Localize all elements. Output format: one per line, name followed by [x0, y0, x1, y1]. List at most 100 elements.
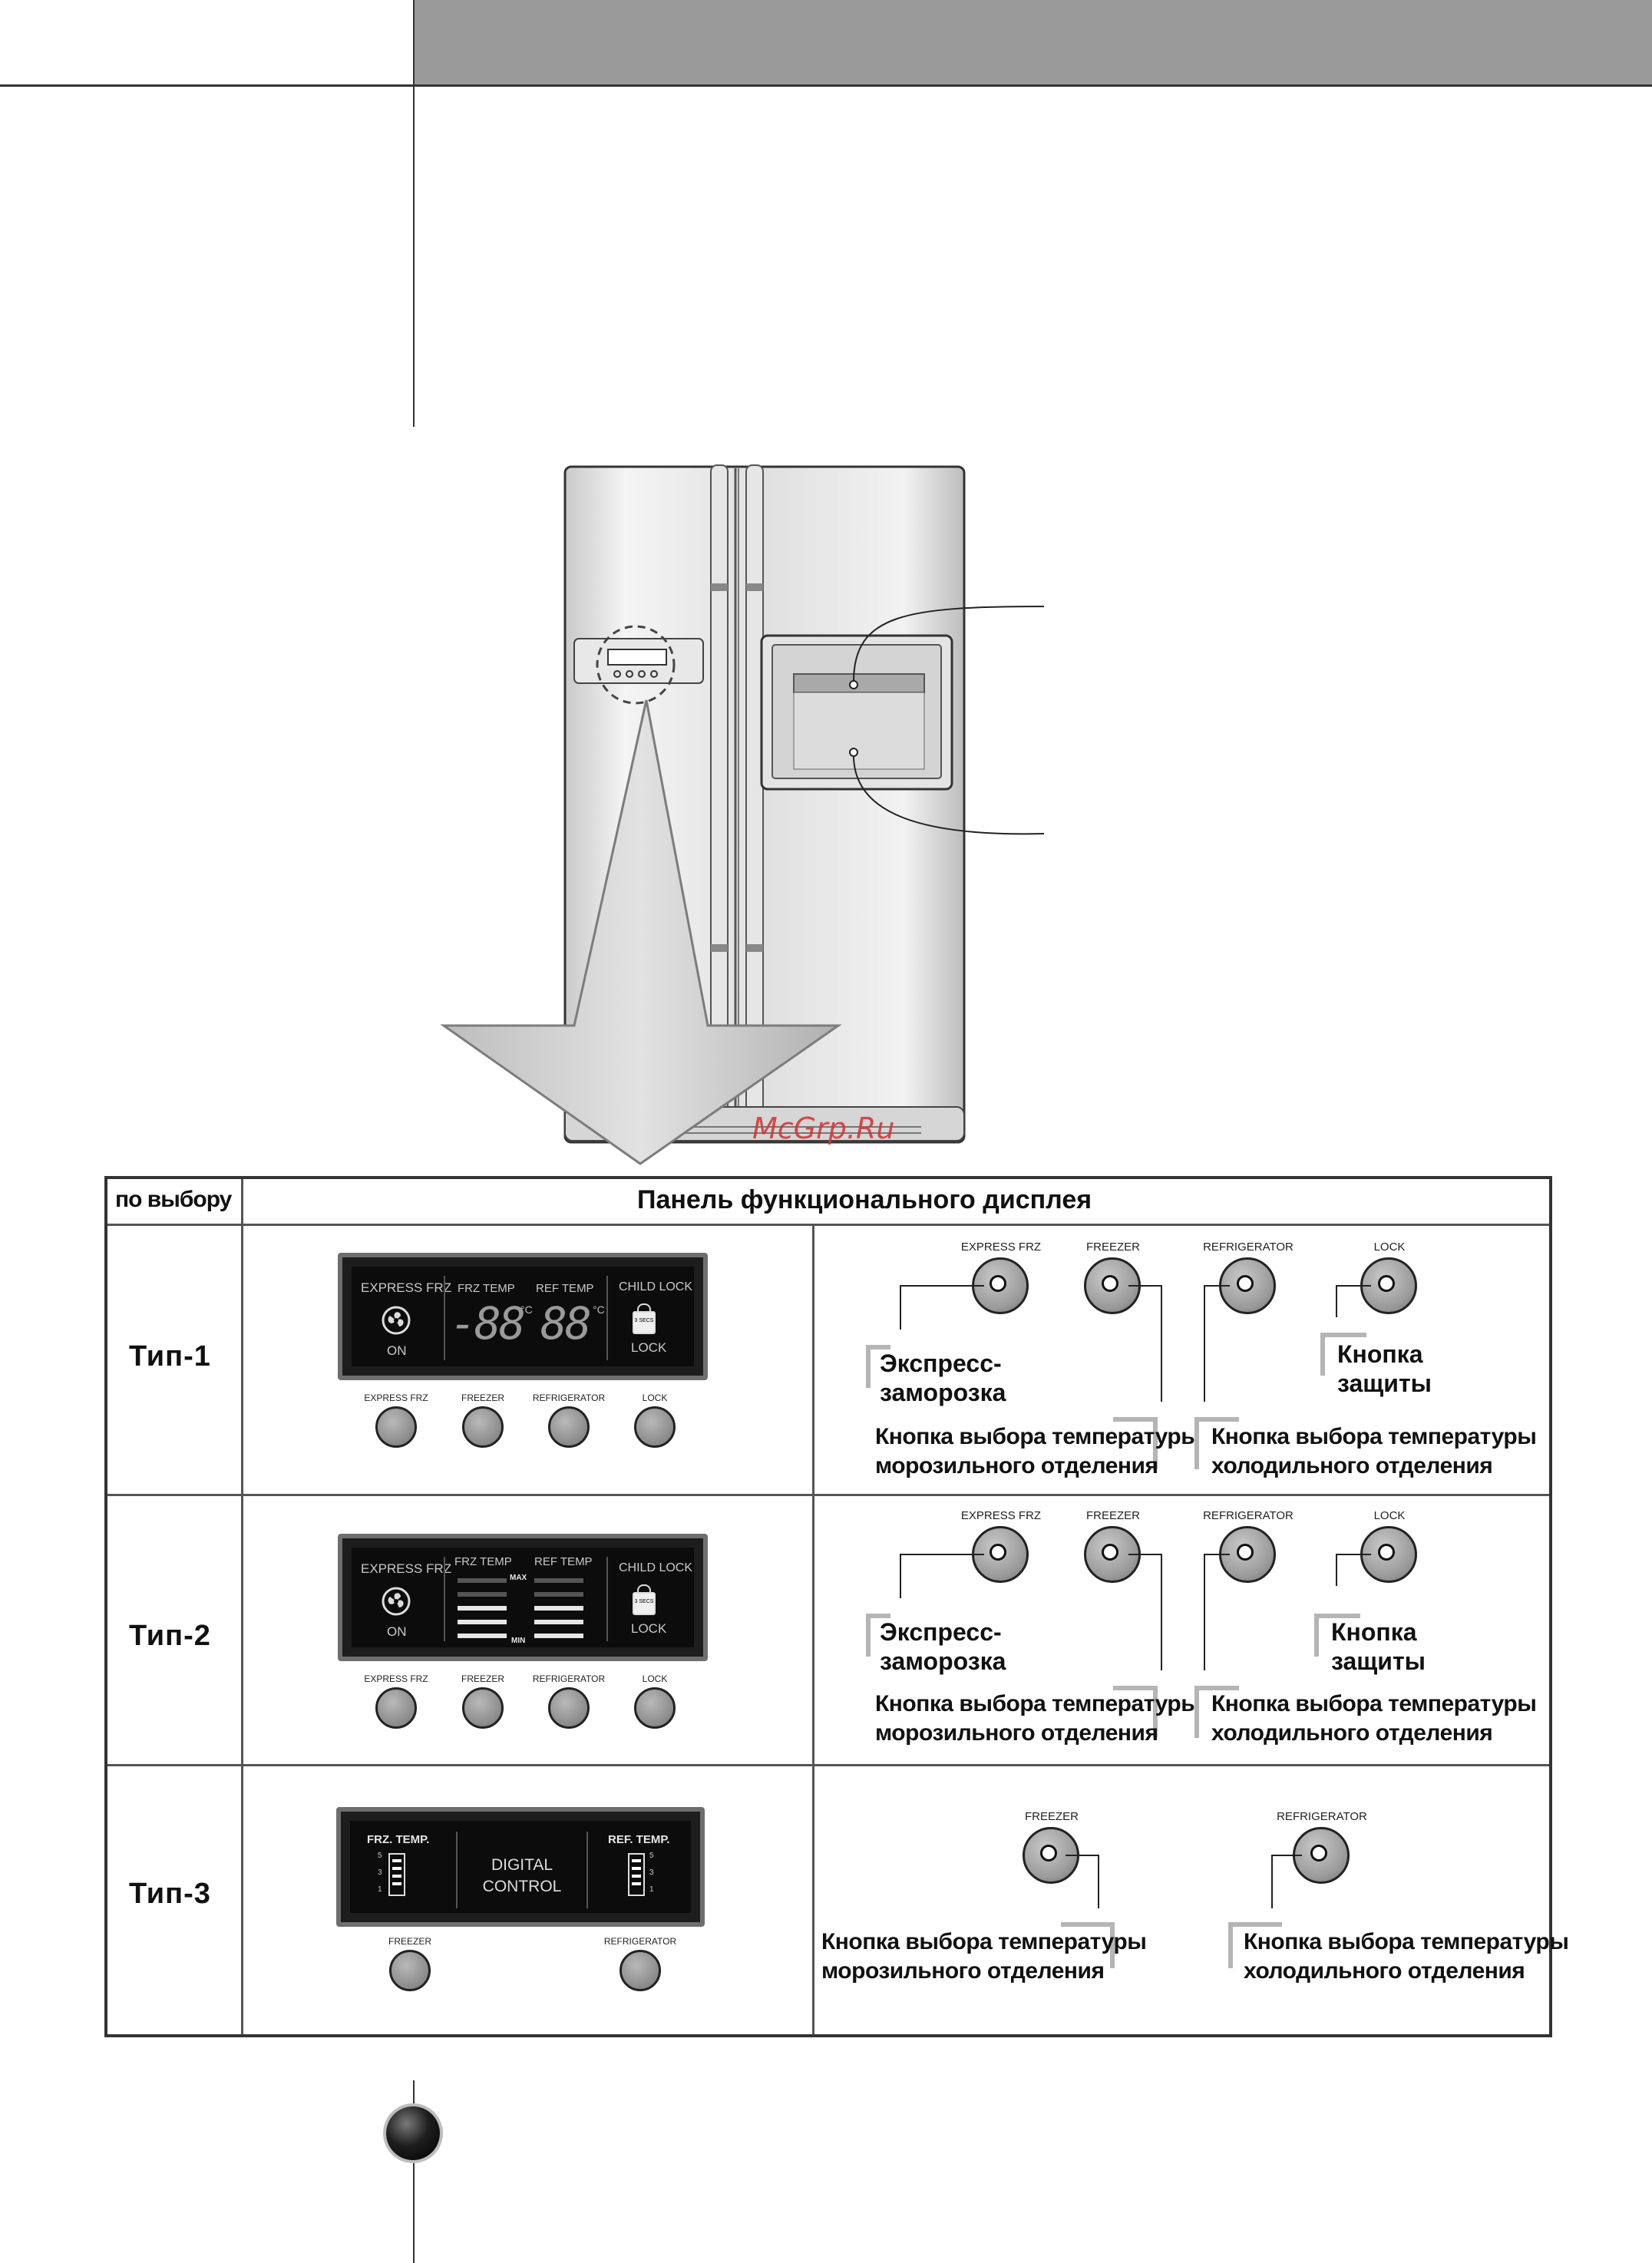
refrigerator-button[interactable]: [548, 1687, 590, 1729]
button-caption: FREEZER: [388, 1936, 432, 1947]
header-rule: [0, 84, 1652, 87]
watermark: McGrp.Ru: [752, 1112, 895, 1145]
freezer-temp-callout: Кнопка выбора температуры: [875, 1691, 1201, 1716]
options-table: по выбору Панель функционального дисплея…: [104, 1176, 1569, 2037]
scale-label: 5: [649, 1852, 654, 1860]
express-frz-label: EXPRESS FRZ: [361, 1561, 452, 1576]
column-divider: [241, 1179, 243, 2034]
margin-rule: [413, 0, 415, 427]
freezer-button[interactable]: [389, 1950, 431, 1991]
on-label: ON: [387, 1343, 407, 1358]
digital-control-label: CONTROL: [482, 1878, 562, 1895]
express-frz-label: EXPRESS FRZ: [361, 1280, 452, 1295]
refrigerator-level-bar: [534, 1606, 583, 1611]
freezer-level-bar: [458, 1634, 507, 1638]
button-caption: LOCK: [1373, 1241, 1406, 1254]
digital-control-label: DIGITAL: [491, 1856, 553, 1874]
refrigerator-temp-callout: Кнопка выбора температуры: [1211, 1691, 1537, 1716]
type-label: Тип-1: [129, 1340, 211, 1373]
lock-icon: [637, 1584, 651, 1594]
express-frz-callout: заморозка: [880, 1379, 1006, 1406]
margin-rule: [413, 2080, 415, 2263]
lock-callout: защиты: [1337, 1369, 1432, 1397]
button-caption: REFRIGERATOR: [603, 1936, 677, 1947]
refrigerator-illustration: [440, 464, 1045, 1165]
button-caption: REFRIGERATOR: [1203, 1509, 1294, 1522]
button-caption: REFRIGERATOR: [1203, 1241, 1294, 1254]
scale-label: 1: [378, 1885, 382, 1894]
frz-temp-label: FRZ TEMP: [458, 1282, 515, 1295]
freezer-temp-digits: -88: [450, 1297, 526, 1350]
page-bullet-icon: [386, 2106, 440, 2160]
scale-label: 5: [378, 1852, 382, 1860]
display-panel-type-3: FRZ. TEMP. REF. TEMP. DIGITAL CONTROL 5 …: [336, 1807, 705, 1927]
refrigerator-temp-callout: Кнопка выбора температуры: [1211, 1424, 1537, 1449]
row-divider: [107, 1224, 1549, 1226]
refrigerator-level-bar: [534, 1620, 583, 1624]
refrigerator-button[interactable]: [620, 1950, 661, 1991]
lock-callout: Кнопка: [1331, 1618, 1417, 1646]
header-option-label: по выбору: [115, 1187, 232, 1212]
on-label: ON: [387, 1624, 407, 1639]
header-bar: [415, 0, 1652, 84]
express-frz-button[interactable]: [375, 1406, 417, 1448]
display-panel-type-1: EXPRESS FRZ FRZ TEMP REF TEMP CHILD LOCK…: [338, 1253, 708, 1380]
child-lock-label: CHILD LOCK: [619, 1280, 693, 1293]
lock-callout: защиты: [1331, 1647, 1426, 1675]
refrigerator-level-bar: [534, 1634, 583, 1638]
express-frz-button[interactable]: [375, 1687, 417, 1729]
button-caption: REFRIGERATOR: [1277, 1810, 1367, 1823]
freezer-button[interactable]: [462, 1406, 504, 1448]
fan-icon: [382, 1306, 411, 1335]
fan-icon: [382, 1587, 411, 1616]
refrigerator-level-gauge: [628, 1853, 645, 1896]
freezer-temp-callout: морозильного отделения: [875, 1453, 1158, 1478]
temp-unit: °C: [593, 1303, 605, 1316]
freezer-level-bar: [458, 1592, 507, 1597]
refrigerator-button[interactable]: [548, 1406, 590, 1448]
column-divider: [812, 1224, 814, 2034]
refrigerator-level-bar: [534, 1578, 583, 1583]
scale-label: 3: [378, 1868, 382, 1877]
button-caption: FREEZER: [1085, 1241, 1141, 1254]
min-label: MIN: [511, 1637, 526, 1645]
refrigerator-temp-callout: холодильного отделения: [1211, 1453, 1493, 1478]
button-caption: LOCK: [642, 1673, 668, 1684]
refrigerator-temp-callout: холодильного отделения: [1211, 1720, 1493, 1746]
row-divider: [107, 1494, 1549, 1496]
row-divider: [107, 1764, 1549, 1766]
freezer-level-bar: [458, 1578, 507, 1583]
display-panel-type-2: EXPRESS FRZ FRZ TEMP REF TEMP CHILD LOCK…: [338, 1534, 708, 1661]
child-lock-label: CHILD LOCK: [619, 1561, 693, 1574]
lock-icon: 3 SECS: [633, 1592, 656, 1615]
freezer-temp-callout: морозильного отделения: [875, 1720, 1158, 1746]
freezer-level-bar: [458, 1620, 507, 1624]
button-caption: LOCK: [1373, 1509, 1406, 1522]
type-label: Тип-3: [129, 1878, 211, 1910]
freezer-button[interactable]: [462, 1687, 504, 1729]
temp-unit: °C: [520, 1303, 533, 1316]
button-caption: FREEZER: [1085, 1509, 1141, 1522]
express-frz-callout: заморозка: [880, 1647, 1006, 1675]
frz-temp-label: FRZ TEMP: [454, 1555, 512, 1568]
button-caption: EXPRESS FRZ: [960, 1241, 1042, 1254]
scale-label: 1: [649, 1885, 654, 1894]
lock-icon: [637, 1303, 651, 1313]
lock-label: LOCK: [631, 1340, 667, 1355]
lock-button[interactable]: [634, 1406, 676, 1448]
button-caption: FREEZER: [461, 1392, 505, 1403]
refrigerator-button[interactable]: [1219, 1257, 1276, 1314]
ref-temp-label: REF TEMP: [536, 1282, 594, 1295]
express-frz-button[interactable]: [972, 1257, 1029, 1314]
button-caption: FREEZER: [1024, 1810, 1079, 1823]
button-caption: REFRIGERATOR: [532, 1392, 606, 1403]
button-caption: EXPRESS FRZ: [960, 1509, 1042, 1522]
ref-temp-label: REF. TEMP.: [608, 1833, 670, 1846]
lock-button[interactable]: [634, 1687, 676, 1729]
lock-callout: Кнопка: [1337, 1340, 1423, 1368]
refrigerator-temp-digits: 88: [540, 1297, 592, 1350]
express-frz-button[interactable]: [972, 1526, 1029, 1583]
lock-label: LOCK: [631, 1621, 667, 1636]
express-frz-callout: Экспресс-: [880, 1618, 1002, 1646]
button-caption: REFRIGERATOR: [532, 1673, 606, 1684]
